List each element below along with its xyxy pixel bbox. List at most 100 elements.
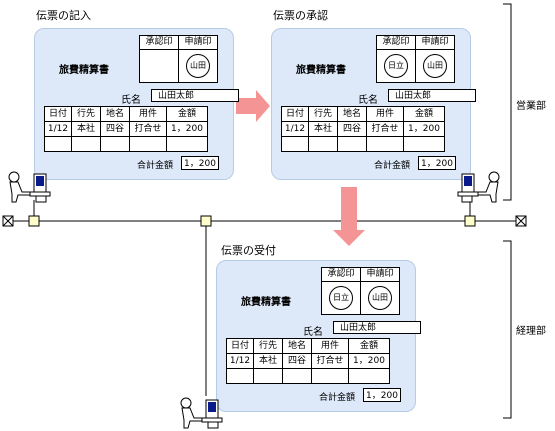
workstation-user-icon-sales-entry — [8, 171, 51, 203]
table-cell: 日立 — [321, 281, 361, 315]
name-field: 山田太郎 — [388, 89, 476, 102]
total-value: 1，200 — [418, 156, 456, 170]
table-cell-empty — [348, 368, 390, 384]
name-label: 氏名 — [121, 95, 141, 106]
table-cell: 行先 — [308, 106, 338, 122]
table-cell: 四谷 — [337, 121, 367, 137]
table-cell: 打合せ — [129, 121, 167, 137]
table-cell: 行先 — [253, 338, 283, 354]
table-row-empty — [44, 136, 208, 152]
table-cell: 四谷 — [282, 353, 312, 369]
table-cell: 日付 — [281, 106, 309, 122]
total-label: 合計金額 — [319, 393, 356, 403]
table-cell: 日付 — [44, 106, 72, 122]
table-cell: 本社 — [308, 121, 338, 137]
table-header-row: 日付行先地名用件金額 — [226, 338, 390, 354]
approval-seal-empty — [139, 49, 179, 83]
total-value: 1，200 — [363, 388, 401, 402]
stamp-header-approval: 承認印 — [376, 35, 416, 50]
name-field: 山田太郎 — [333, 321, 421, 334]
department-sales: 営業部 — [516, 101, 546, 112]
table-cell-empty — [308, 136, 338, 152]
table-cell: 山田 — [415, 49, 455, 83]
table-cell: 1/12 — [226, 353, 254, 369]
table-cell-empty — [226, 368, 254, 384]
stamp-header-applicant: 申請印 — [178, 35, 218, 50]
bus-terminator-right — [515, 215, 527, 227]
table-row-empty — [226, 368, 390, 384]
section-label-entry: 伝票の記入 — [36, 9, 91, 22]
network-node-accounting — [200, 215, 212, 227]
total-label: 合計金額 — [374, 161, 411, 171]
table-cell-empty — [253, 368, 283, 384]
form-title: 旅費精算書 — [296, 65, 346, 76]
table-cell-empty — [403, 136, 445, 152]
table-cell-empty — [129, 136, 167, 152]
department-accounting: 経理部 — [516, 326, 546, 337]
workstation-user-icon-sales-approval — [457, 171, 500, 203]
table-cell: 打合せ — [366, 121, 404, 137]
table-cell: 金額 — [166, 106, 208, 122]
name-label: 氏名 — [358, 95, 378, 106]
form-title: 旅費精算書 — [59, 65, 109, 76]
form-title: 旅費精算書 — [241, 297, 291, 308]
network-node-sales-2 — [464, 215, 476, 227]
table-cell: 金額 — [348, 338, 390, 354]
applicant-seal: 山田 — [186, 54, 210, 78]
table-cell: 四谷 — [100, 121, 130, 137]
approver-seal: 日立 — [384, 54, 408, 78]
approver-seal: 日立 — [329, 286, 353, 310]
stamp-header-approval: 承認印 — [321, 267, 361, 282]
table-row-empty — [281, 136, 445, 152]
table-cell: 本社 — [71, 121, 101, 137]
table-cell: 1/12 — [44, 121, 72, 137]
table-cell: 用件 — [366, 106, 404, 122]
table-cell: 日付 — [226, 338, 254, 354]
arrow-down — [333, 187, 365, 246]
workstation-user-icon-accounting — [180, 397, 223, 429]
table-cell: 用件 — [129, 106, 167, 122]
table-cell: 用件 — [311, 338, 349, 354]
table-cell: 日立 — [376, 49, 416, 83]
table-cell-empty — [311, 368, 349, 384]
stamp-box: 承認印申請印 日立山田 — [376, 35, 455, 83]
table-cell-empty — [71, 136, 101, 152]
table-cell: 1，200 — [166, 121, 208, 137]
table-header-row: 日付行先地名用件金額 — [281, 106, 445, 122]
table-cell-empty — [100, 136, 130, 152]
table-cell-empty — [166, 136, 208, 152]
table-cell-empty — [281, 136, 309, 152]
total-label: 合計金額 — [137, 161, 174, 171]
total-value: 1，200 — [181, 156, 219, 170]
stamp-box: 承認印申請印 山田 — [139, 35, 218, 83]
table-cell-empty — [44, 136, 72, 152]
table-cell: 本社 — [253, 353, 283, 369]
network-node-sales-1 — [28, 215, 40, 227]
form-card-approval: 旅費精算書 承認印申請印 日立山田 氏名 山田太郎 日付行先地名用件金額 1/1… — [271, 28, 476, 180]
table-cell-empty — [337, 136, 367, 152]
table-cell: 山田 — [178, 49, 218, 83]
section-label-approval: 伝票の承認 — [273, 9, 328, 22]
section-label-receipt: 伝票の受付 — [221, 244, 276, 257]
applicant-seal: 山田 — [368, 286, 392, 310]
bus-terminator-left — [2, 215, 14, 227]
table-cell-empty — [366, 136, 404, 152]
form-card-receipt: 旅費精算書 承認印申請印 日立山田 氏名 山田太郎 日付行先地名用件金額 1/1… — [216, 260, 421, 412]
table-cell: 地名 — [282, 338, 312, 354]
table-cell-empty — [282, 368, 312, 384]
table-cell: 1/12 — [281, 121, 309, 137]
stamp-header-approval: 承認印 — [139, 35, 179, 50]
table-cell: 山田 — [360, 281, 400, 315]
table-header-row: 日付行先地名用件金額 — [44, 106, 208, 122]
arrow-right — [236, 90, 270, 122]
table-cell: 1，200 — [403, 121, 445, 137]
table-cell: 地名 — [100, 106, 130, 122]
stamp-box: 承認印申請印 日立山田 — [321, 267, 400, 315]
